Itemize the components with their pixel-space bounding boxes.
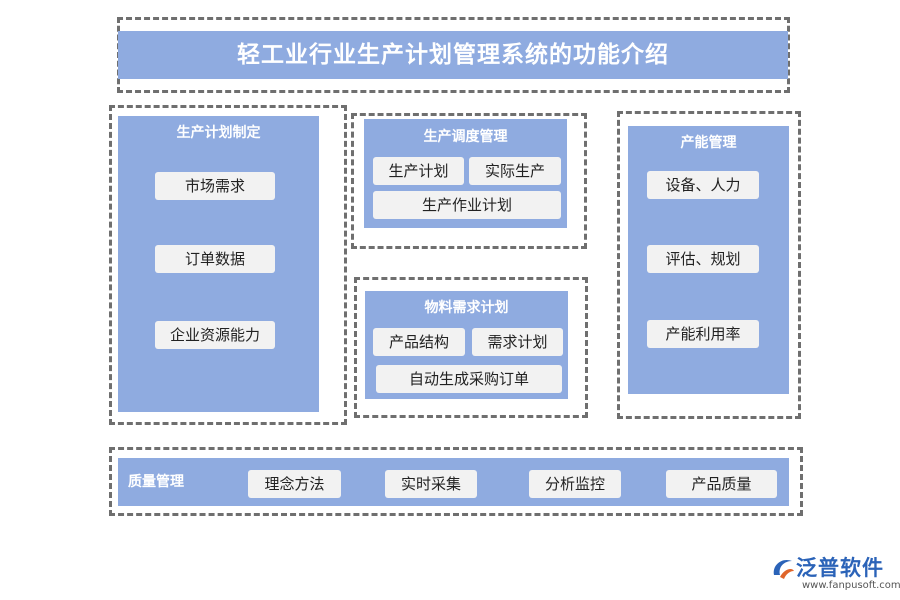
scheduling-item-production-plan: 生产计划 [373,157,464,185]
capacity-item-evaluation-planning: 评估、规划 [647,245,759,273]
brand-logo: 泛普软件 www.fanpusoft.com [770,552,900,596]
material-panel: 物料需求计划 产品结构 需求计划 自动生成采购订单 [365,291,568,399]
quality-item-methodology: 理念方法 [248,470,341,498]
capacity-item-equipment-manpower: 设备、人力 [647,171,759,199]
diagram-title: 轻工业行业生产计划管理系统的功能介绍 [118,31,788,79]
quality-item-analysis-monitoring: 分析监控 [529,470,621,498]
planning-title: 生产计划制定 [176,125,261,141]
material-item-product-structure: 产品结构 [373,328,465,356]
material-frame [354,277,588,418]
planning-item-order-data: 订单数据 [155,245,275,273]
capacity-title: 产能管理 [680,135,737,151]
quality-panel: 质量管理 理念方法 实时采集 分析监控 产品质量 [118,458,789,506]
capacity-frame [617,111,801,419]
material-item-demand-plan: 需求计划 [472,328,563,356]
quality-title: 质量管理 [128,474,184,490]
scheduling-panel: 生产调度管理 生产计划 实际生产 生产作业计划 [364,119,567,228]
quality-item-product-quality: 产品质量 [666,470,777,498]
planning-item-market-demand: 市场需求 [155,172,275,200]
scheduling-title: 生产调度管理 [423,129,508,145]
quality-item-realtime-collection: 实时采集 [385,470,477,498]
material-title: 物料需求计划 [424,300,509,316]
logo-name: 泛普软件 [796,556,884,580]
planning-frame [109,105,347,425]
logo-swirl-icon [773,559,794,579]
scheduling-item-actual-production: 实际生产 [469,157,561,185]
material-item-auto-purchase-order: 自动生成采购订单 [376,365,562,393]
scheduling-item-work-plan: 生产作业计划 [373,191,561,219]
capacity-item-utilization: 产能利用率 [647,320,759,348]
planning-panel: 生产计划制定 市场需求 订单数据 企业资源能力 [118,116,319,412]
logo-url: www.fanpusoft.com [802,580,900,591]
capacity-panel: 产能管理 设备、人力 评估、规划 产能利用率 [628,126,789,394]
quality-frame [109,447,803,516]
planning-item-resource-capacity: 企业资源能力 [155,321,275,349]
scheduling-frame [351,113,587,249]
